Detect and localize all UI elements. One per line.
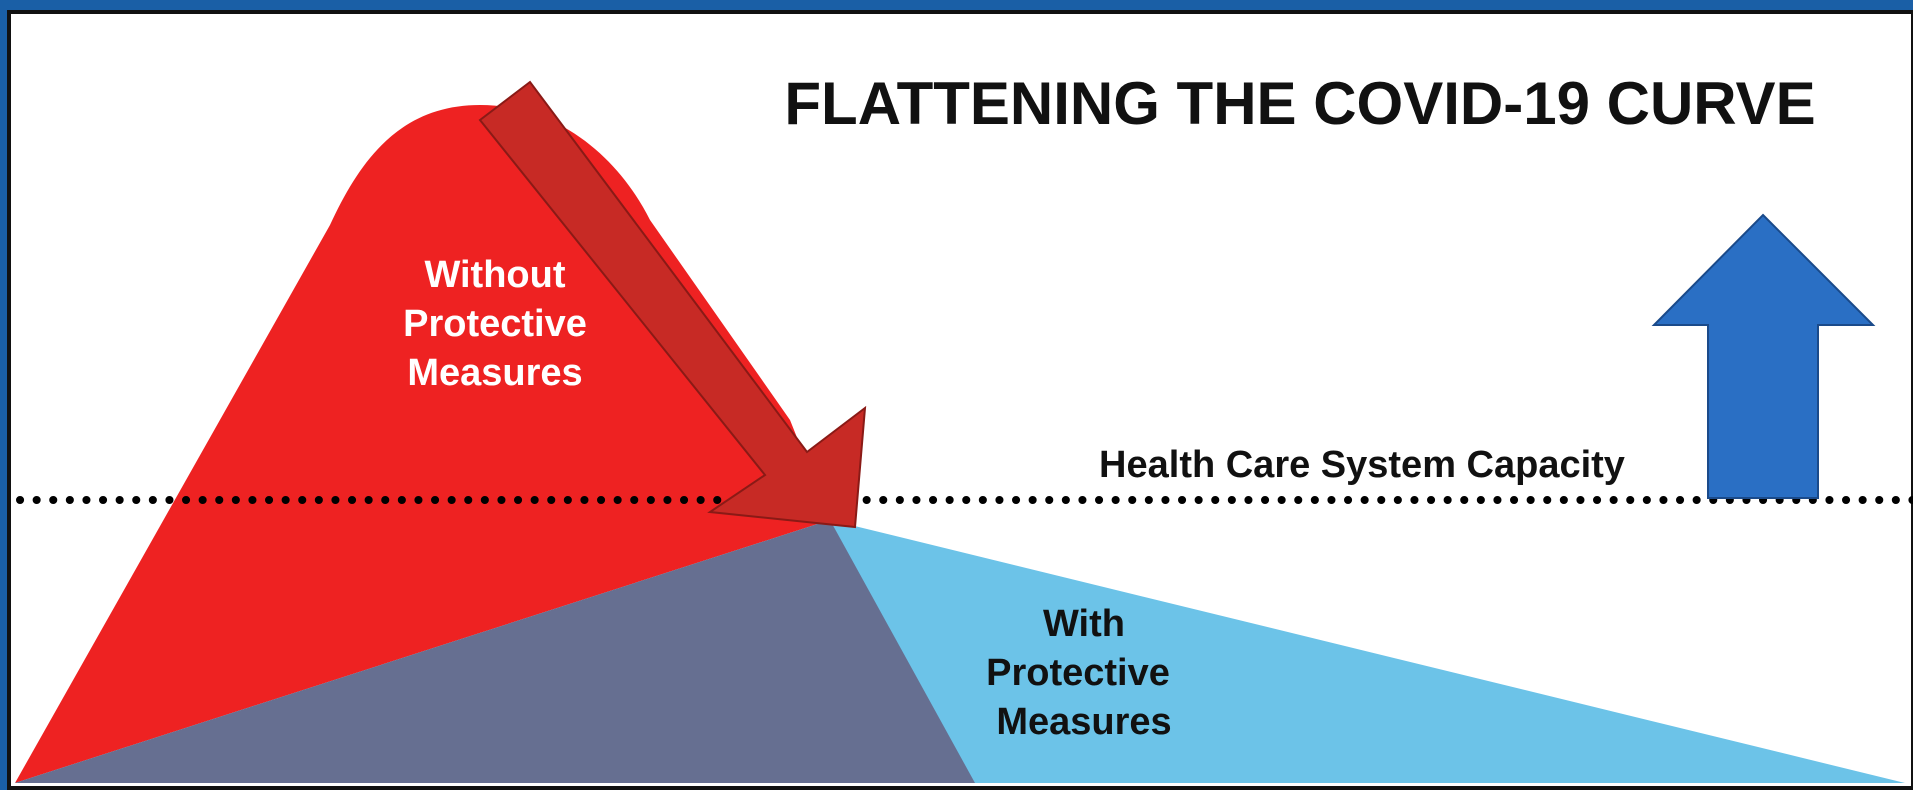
without-label-line-2: Protective <box>403 303 587 345</box>
with-label-line-2: Protective <box>986 652 1170 694</box>
up-arrow-icon <box>1651 213 1876 499</box>
down-right-arrow-shape <box>478 80 867 529</box>
up-arrow-shape <box>1651 213 1876 499</box>
capacity-label: Health Care System Capacity <box>1099 444 1625 486</box>
without-label-line-1: Without <box>424 254 565 296</box>
page-title: FLATTENING THE COVID-19 CURVE <box>784 70 1815 137</box>
without-label-line-3: Measures <box>407 352 582 394</box>
curve-overlap-region <box>15 520 975 783</box>
with-label-line-1: With <box>1043 603 1125 645</box>
with-label-line-3: Measures <box>996 701 1171 743</box>
down-right-arrow-icon <box>478 80 867 529</box>
